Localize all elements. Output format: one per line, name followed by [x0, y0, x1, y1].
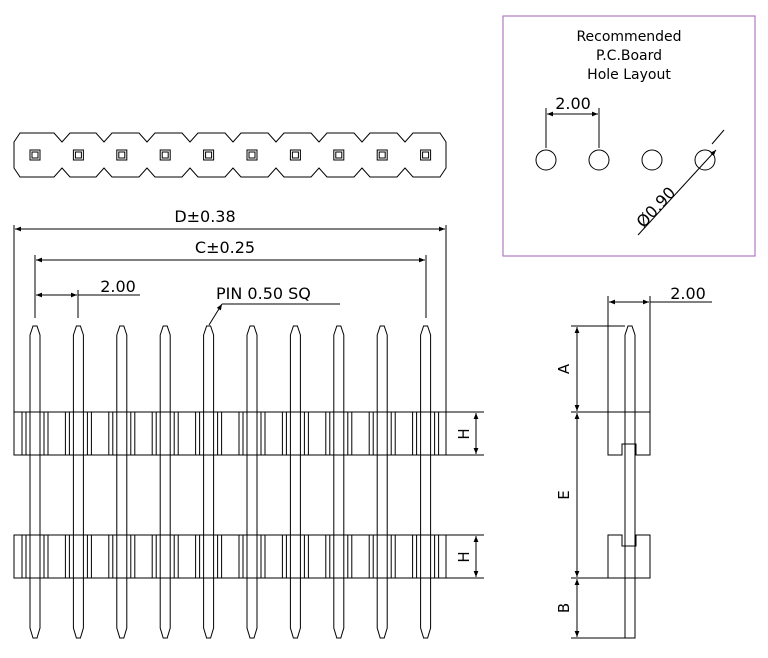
housing-segment [412, 534, 440, 579]
housing-segment [238, 534, 266, 579]
housing-segment [21, 534, 49, 579]
top-pin [420, 149, 432, 161]
top-pin [333, 149, 345, 161]
pcb-hole [588, 149, 610, 171]
top-view [13, 132, 447, 178]
front-pin [203, 325, 215, 639]
dim-h-upper-label: H [455, 428, 473, 439]
housing-segment [64, 534, 92, 579]
pcb-layout-panel: Recommended P.C.Board Hole Layout 2.00 Ø… [502, 15, 756, 257]
side-pitch-label: 2.00 [670, 284, 706, 303]
dim-d-label: D±0.38 [174, 207, 235, 226]
front-pin [116, 325, 128, 639]
pcb-title-line2: P.C.Board [596, 48, 662, 64]
housing-segment [151, 534, 179, 579]
front-pin [246, 325, 258, 639]
top-pin [203, 149, 215, 161]
front-pin [159, 325, 171, 639]
pcb-pitch-label: 2.00 [555, 94, 591, 113]
top-pin [29, 149, 41, 161]
side-view: 2.00 A E B [555, 284, 712, 639]
pcb-dia-label: Ø0.90 [633, 183, 680, 231]
lower-housing [13, 534, 447, 579]
front-pin [420, 325, 432, 639]
housing-segment [325, 534, 353, 579]
housing-segment [21, 411, 49, 456]
pin-note-label: PIN 0.50 SQ [216, 284, 311, 303]
upper-housing [13, 411, 447, 456]
pin-note-leader [208, 303, 223, 326]
housing-segment [368, 534, 396, 579]
top-pin [72, 149, 84, 161]
housing-segment [368, 411, 396, 456]
pcb-title-line3: Hole Layout [587, 67, 671, 83]
side-pin [624, 325, 636, 639]
pcb-hole [694, 149, 716, 171]
front-view: D±0.38 C±0.25 2.00 PIN 0.50 SQ H H [13, 207, 484, 639]
top-pin [289, 149, 301, 161]
front-pin [333, 325, 345, 639]
dim-pitch-label: 2.00 [100, 277, 136, 296]
housing-segment [108, 411, 136, 456]
housing-segment [412, 411, 440, 456]
front-pin [376, 325, 388, 639]
top-pin [116, 149, 128, 161]
front-pin [29, 325, 41, 639]
top-pin [246, 149, 258, 161]
pcb-hole [535, 149, 557, 171]
front-pin [72, 325, 84, 639]
pcb-hole [641, 149, 663, 171]
dim-b-label: B [555, 603, 573, 613]
housing-segment [64, 411, 92, 456]
dim-h-lower-label: H [455, 551, 473, 562]
pcb-dia-leader [637, 149, 717, 236]
housing-segment [238, 411, 266, 456]
dim-a-label: A [555, 363, 573, 374]
housing-segment [281, 411, 309, 456]
dim-c-label: C±0.25 [195, 238, 255, 257]
dim-e-label: E [555, 490, 573, 499]
housing-segment [325, 411, 353, 456]
housing-segment [195, 411, 223, 456]
housing-segment [108, 534, 136, 579]
top-view-outline [13, 132, 447, 178]
top-pin [376, 149, 388, 161]
housing-segment [281, 534, 309, 579]
front-pin [289, 325, 301, 639]
housing-segment [151, 411, 179, 456]
pcb-title-line1: Recommended [576, 29, 681, 45]
housing-segment [195, 534, 223, 579]
top-pin [159, 149, 171, 161]
pcb-layout-frame [502, 15, 756, 257]
